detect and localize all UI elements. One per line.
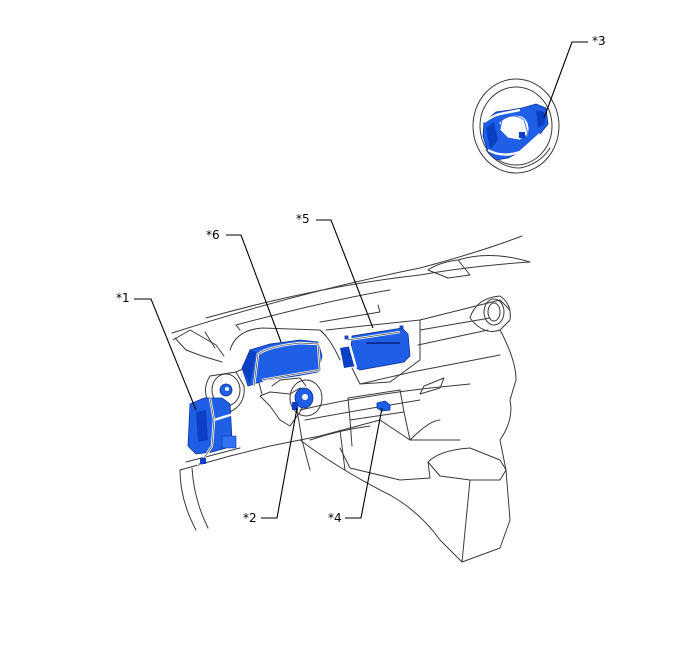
- dashboard-outline: [171, 235, 531, 563]
- callout-label-1: *1: [116, 291, 130, 305]
- callout-label-5: *5: [296, 212, 310, 226]
- junction-block: [187, 397, 241, 467]
- left-vent-switch: [219, 383, 233, 397]
- callout-label-6: *6: [206, 228, 220, 242]
- connector: [376, 400, 391, 412]
- center-display-unit: [340, 325, 411, 371]
- callout-label-4: *4: [328, 511, 342, 525]
- steering-wheel-inset: [472, 78, 560, 174]
- callout-label-2: *2: [243, 511, 257, 525]
- callout-label-3: *3: [592, 34, 606, 48]
- combination-meter: [241, 339, 323, 387]
- leader-lines: [134, 41, 588, 519]
